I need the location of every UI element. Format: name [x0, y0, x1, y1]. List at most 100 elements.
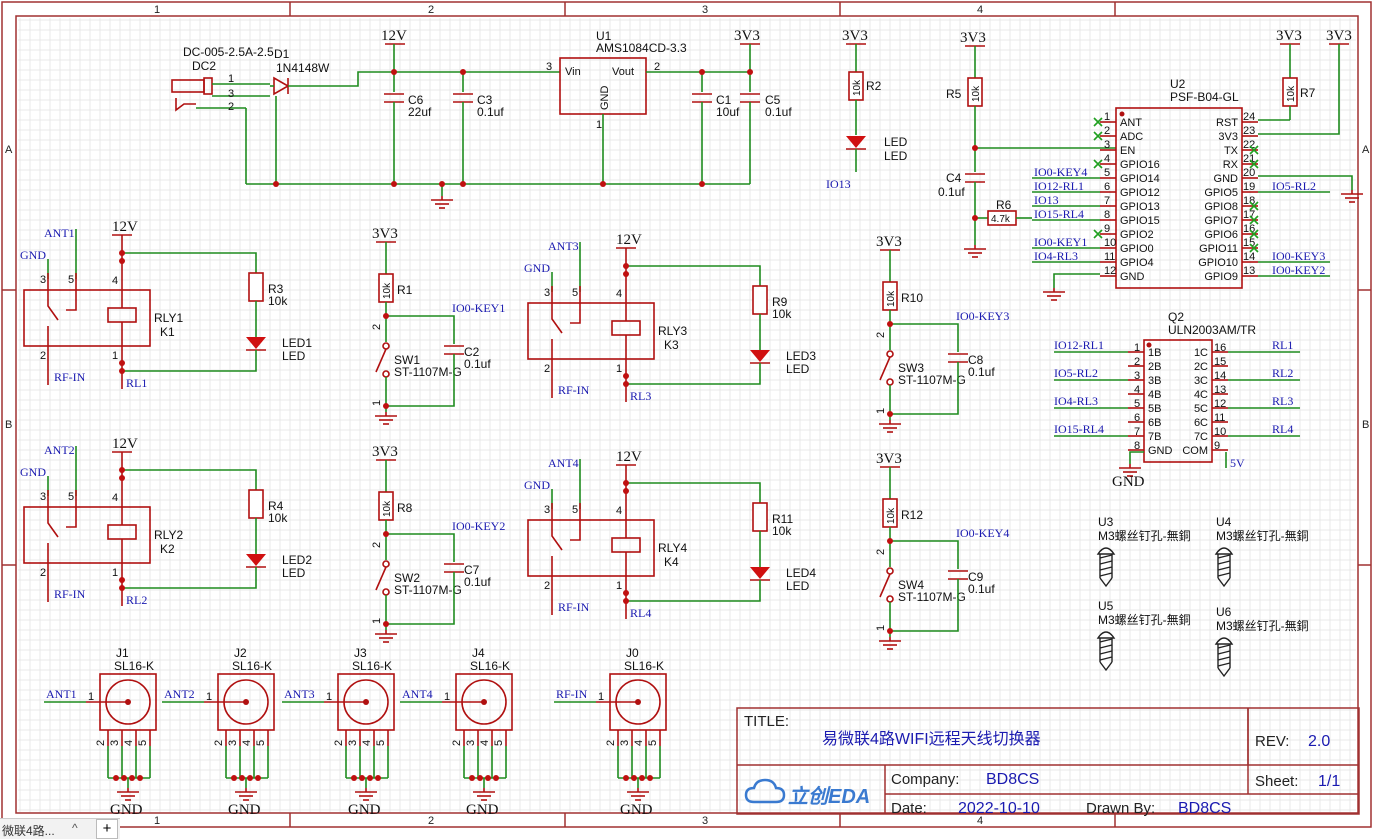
u2-left-pin-name: GPIO4	[1120, 257, 1154, 269]
resistor-r5[interactable]: 10k R5	[946, 77, 983, 107]
screw-value: M3螺丝钉孔-無銅	[1216, 528, 1309, 543]
junction	[623, 480, 629, 486]
drawn-by-label: Drawn By:	[1086, 800, 1155, 817]
relay-pin4-number: 4	[616, 288, 622, 300]
diode-d1[interactable]: D1 1N4148W	[270, 47, 394, 96]
junction	[623, 381, 629, 387]
q2-right-pin-number: 11	[1214, 412, 1225, 424]
screw-ref: U4	[1216, 515, 1232, 529]
relay-body	[23, 506, 151, 564]
switch-lever	[375, 348, 387, 373]
connector-pin-number: 1	[326, 691, 332, 703]
resistor-ref: R10	[901, 291, 923, 305]
connector-pin-number: 5	[137, 740, 149, 746]
cap-value: 0.1uf	[464, 575, 491, 589]
power-led-section[interactable]: 3V3 10k R2 LED LED IO13	[826, 28, 908, 191]
connector-pin-number: 4	[361, 740, 373, 746]
junction	[137, 775, 143, 781]
resistor-r6[interactable]: 4.7k R6	[987, 198, 1017, 226]
u2-right-net-label: IO0-KEY2	[1272, 263, 1325, 277]
relay-led-value: LED	[282, 566, 306, 580]
u2-left-net-label: IO4-RL3	[1034, 249, 1078, 263]
resistor-ref: R1	[397, 283, 413, 297]
junction	[351, 775, 357, 781]
relay-ref: RLY3	[658, 324, 687, 338]
resistor-r2[interactable]: 10k R2	[848, 71, 882, 101]
resistor-ref: R8	[397, 501, 413, 515]
power-3v3-label-3: 3V3	[960, 30, 986, 46]
document-tab[interactable]: 微联4路...	[2, 824, 55, 838]
switch-3v3-label: 3V3	[876, 234, 902, 250]
c1-value: 10uf	[716, 105, 740, 119]
connector-pin-number: 1	[88, 691, 94, 703]
relay-ref: RLY4	[658, 541, 687, 555]
cap-c1[interactable]: C1 10uf	[692, 93, 740, 119]
cap-c6[interactable]: C6 22uf	[384, 93, 432, 119]
junction	[623, 373, 629, 379]
connector-net-label: RF-IN	[556, 687, 588, 701]
relay-k: K3	[664, 338, 679, 352]
junction	[119, 368, 125, 374]
relay-k: K2	[160, 542, 175, 556]
switch-value: ST-1107M-G	[394, 583, 462, 597]
resistor-value: 10k	[772, 524, 792, 538]
connector-ref: J2	[234, 646, 247, 660]
add-tab-button[interactable]: +	[96, 819, 118, 839]
resistor-r7[interactable]: 10k R7	[1282, 77, 1316, 107]
resistor-ref: R11	[772, 512, 793, 526]
relay-coil	[611, 320, 641, 336]
document-tab-bar[interactable]: 微联4路... ^ +	[0, 818, 120, 839]
u2-right-power[interactable]: 3V3 10k R7 3V3	[1043, 28, 1363, 301]
en-section[interactable]: 3V3 10k R5 C4 0.1uf 4.7k R6	[938, 30, 1116, 258]
junction	[383, 531, 389, 537]
tab-collapse-icon[interactable]: ^	[72, 821, 78, 835]
cap-c4[interactable]: C4 0.1uf	[938, 171, 985, 199]
connector-ref: J0	[626, 646, 639, 660]
q2-right-pin-name: 5C	[1194, 403, 1208, 415]
screw-thread	[1099, 644, 1113, 649]
title-block[interactable]: TITLE: 易微联4路WIFI远程天线切换器 REV: 2.0 Company…	[736, 707, 1360, 817]
led-icon	[246, 554, 266, 566]
power-12v-label: 12V	[381, 28, 407, 44]
company-value: BD8CS	[986, 771, 1039, 788]
relay-contact	[551, 520, 581, 576]
switch-contact	[886, 350, 894, 358]
led-power[interactable]: LED LED	[846, 135, 908, 163]
q2-left-pin-name: 3B	[1148, 375, 1161, 387]
cap-c3[interactable]: C3 0.1uf	[453, 93, 504, 119]
wire	[890, 362, 959, 415]
relay-k: K1	[160, 325, 175, 339]
relay-contact	[47, 507, 77, 563]
switch-3v3-label: 3V3	[372, 444, 398, 460]
power-section[interactable]: DC-005-2.5A-2.5 DC2 1 3 2 D1 1N4148W 12V	[171, 28, 792, 209]
u2-right-pin-name: GPIO6	[1204, 229, 1238, 241]
relay-12v-label: 12V	[616, 232, 642, 248]
cap-c5[interactable]: C5 0.1uf	[740, 93, 792, 119]
screw-thread	[1217, 644, 1231, 649]
ruler-col-3-bottom: 3	[702, 815, 708, 827]
q2-left-net-label: IO4-RL3	[1054, 394, 1098, 408]
u2-left-pin-name: EN	[1120, 145, 1135, 157]
u2-left-pin-name: ADC	[1120, 131, 1143, 143]
dc-jack[interactable]: DC-005-2.5A-2.5 DC2 1 3 2	[171, 45, 274, 113]
